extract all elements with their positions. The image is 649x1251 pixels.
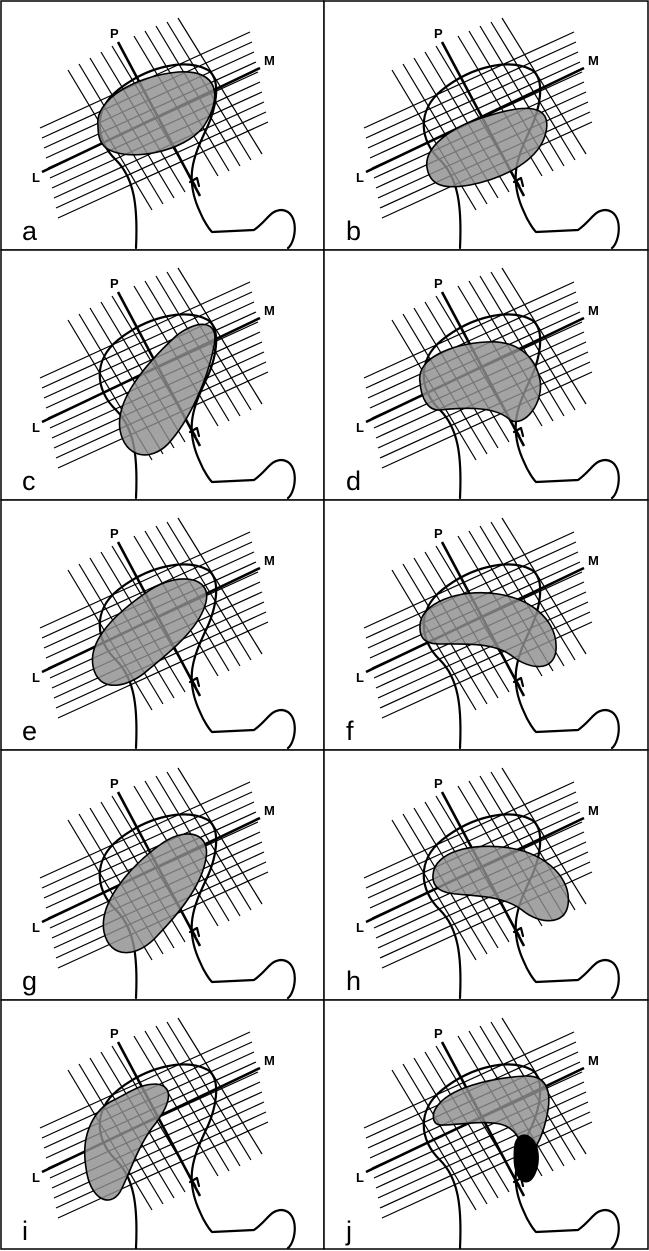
axis-label-posterior: P xyxy=(110,526,119,541)
axis-label-medial: M xyxy=(588,53,599,68)
axis-label-posterior: P xyxy=(434,526,443,541)
axis-label-medial: M xyxy=(588,1053,599,1068)
dark-region-j xyxy=(513,1134,539,1183)
axis-label-posterior: P xyxy=(110,26,119,41)
axis-label-medial: M xyxy=(264,1053,275,1068)
axis-label-medial: M xyxy=(588,553,599,568)
panel-label: f xyxy=(346,716,354,746)
axis-label-lateral: L xyxy=(356,670,364,685)
panel-label: h xyxy=(346,966,361,996)
panel-label: b xyxy=(346,216,361,246)
panel-j: P M L j xyxy=(345,1016,621,1250)
panel-e: P M L e xyxy=(22,516,297,750)
axis-label-lateral: L xyxy=(32,920,40,935)
axis-label-posterior: P xyxy=(434,276,443,291)
panel-i: P M L i xyxy=(22,1016,297,1250)
panel-b: P M L b xyxy=(346,16,621,250)
panel-label: e xyxy=(22,716,37,746)
axis-label-posterior: P xyxy=(434,26,443,41)
axis-label-medial: M xyxy=(264,53,275,68)
axis-label-posterior: P xyxy=(110,1026,119,1041)
axis-label-posterior: P xyxy=(110,776,119,791)
panel-label: j xyxy=(345,1216,352,1246)
axis-label-medial: M xyxy=(588,303,599,318)
axis-label-lateral: L xyxy=(32,170,40,185)
axis-label-lateral: L xyxy=(356,1170,364,1185)
axis-label-medial: M xyxy=(264,553,275,568)
panel-c: P M L c xyxy=(22,266,297,500)
panel-label: g xyxy=(22,966,37,996)
axis-label-medial: M xyxy=(264,803,275,818)
axis-label-posterior: P xyxy=(110,276,119,291)
axis-label-lateral: L xyxy=(356,920,364,935)
axis-label-lateral: L xyxy=(32,1170,40,1185)
panel-h: P M L h xyxy=(346,766,621,1000)
axis-label-medial: M xyxy=(588,803,599,818)
axis-label-lateral: L xyxy=(32,670,40,685)
axis-label-lateral: L xyxy=(356,170,364,185)
panel-label: c xyxy=(22,466,36,496)
shaded-region-d xyxy=(418,341,542,423)
panel-f: P M L f xyxy=(346,516,621,750)
axis-label-lateral: L xyxy=(32,420,40,435)
panel-label: d xyxy=(346,466,361,496)
axis-label-medial: M xyxy=(264,303,275,318)
axis-label-posterior: P xyxy=(434,776,443,791)
panel-g: P M L g xyxy=(22,766,297,1000)
panel-d: P M L d xyxy=(346,266,621,500)
panel-label: i xyxy=(22,1216,28,1246)
axis-label-lateral: L xyxy=(356,420,364,435)
axis-label-posterior: P xyxy=(434,1026,443,1041)
panel-label: a xyxy=(22,216,38,246)
panel-a: P M L a xyxy=(22,16,297,250)
